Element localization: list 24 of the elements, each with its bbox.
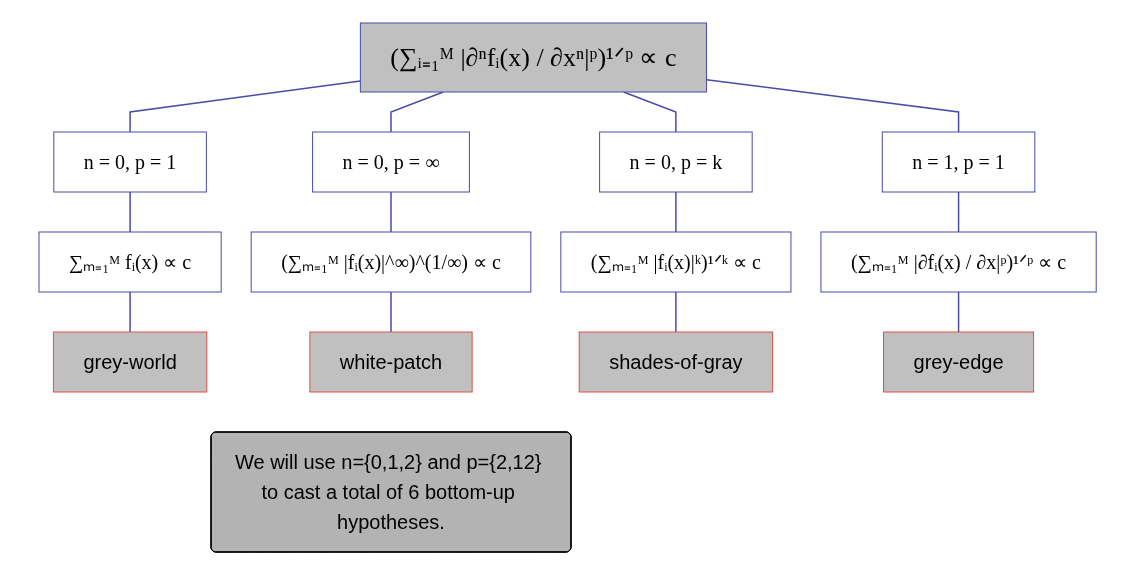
- connector: [675, 190, 678, 233]
- connector: [706, 78, 960, 133]
- node-box: (∑ₘ₌₁ᴹ |fᵢ(x)|ᵏ)¹ᐟᵏ ∝ c: [560, 231, 792, 292]
- connector: [129, 190, 132, 233]
- node-box: (∑ᵢ₌₁ᴹ |∂ⁿfᵢ(x) / ∂xⁿ|ᵖ)¹ᐟᵖ ∝ c: [360, 22, 708, 92]
- node-box: n = 1, p = 1: [882, 131, 1036, 192]
- node-box: shades-of-gray: [579, 331, 774, 392]
- connector: [129, 79, 362, 133]
- node-box: (∑ₘ₌₁ᴹ |fᵢ(x)|^∞)^(1/∞) ∝ c: [251, 231, 532, 292]
- node-box: white-patch: [309, 331, 474, 392]
- node-box: ∑ₘ₌₁ᴹ fᵢ(x) ∝ c: [38, 231, 223, 292]
- connector: [675, 290, 678, 333]
- connector: [623, 90, 678, 133]
- connector: [390, 190, 393, 233]
- connector: [958, 290, 960, 333]
- node-box: grey-world: [53, 331, 208, 392]
- node-box: n = 0, p = ∞: [312, 131, 471, 192]
- connector: [390, 290, 393, 333]
- node-box: (∑ₘ₌₁ᴹ |∂fᵢ(x) / ∂x|ᵖ)¹ᐟᵖ ∝ c: [820, 231, 1098, 292]
- node-box: n = 0, p = 1: [53, 131, 208, 192]
- node-box: n = 0, p = k: [599, 131, 754, 192]
- node-box: grey-edge: [883, 331, 1035, 392]
- connector: [129, 290, 132, 333]
- connector: [958, 190, 960, 233]
